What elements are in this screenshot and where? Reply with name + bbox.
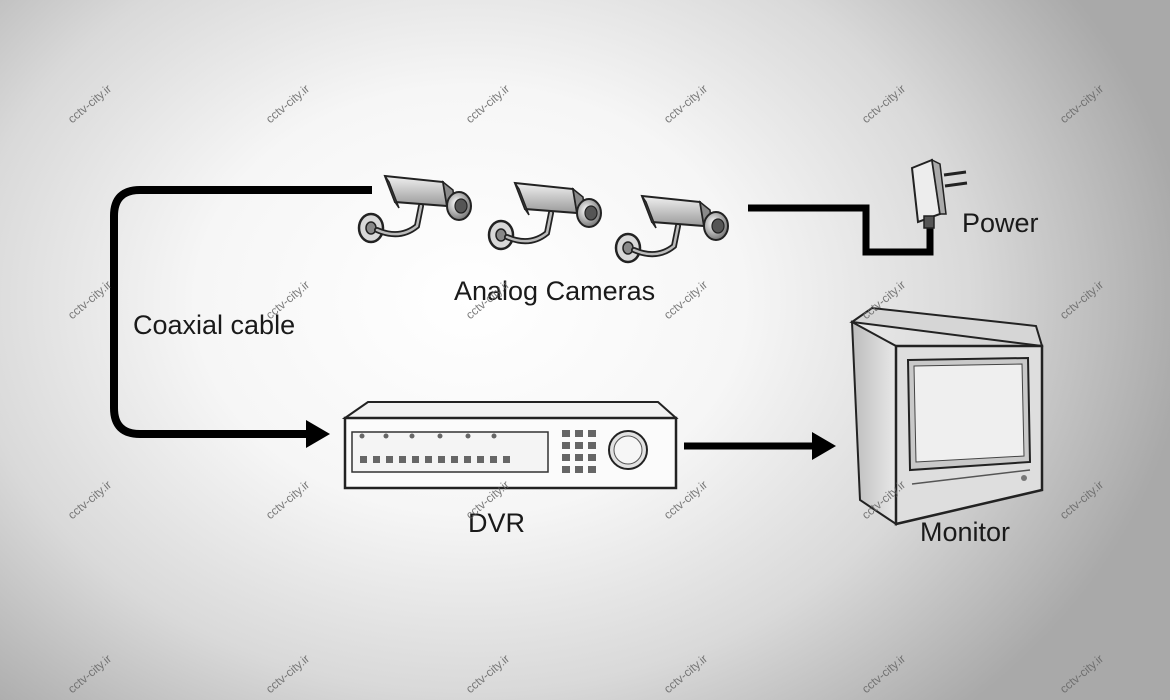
- coaxial-cable-line: [110, 186, 372, 438]
- power-line: [748, 204, 934, 256]
- dvr-label: DVR: [468, 508, 526, 538]
- crt-monitor-icon: [849, 306, 1044, 526]
- dvr-recorder-icon: [341, 401, 679, 490]
- power-adapter-icon: [910, 158, 968, 229]
- camera-icon: [489, 183, 601, 249]
- monitor-label: Monitor: [920, 517, 1011, 547]
- cameras-label: Analog Cameras: [454, 276, 656, 306]
- arrow-to-monitor: [812, 432, 836, 460]
- coaxial-cable-label: Coaxial cable: [133, 310, 296, 340]
- camera-icon: [359, 176, 471, 242]
- power-label: Power: [962, 208, 1039, 238]
- camera-icon: [616, 196, 728, 262]
- arrow-to-dvr: [306, 420, 330, 448]
